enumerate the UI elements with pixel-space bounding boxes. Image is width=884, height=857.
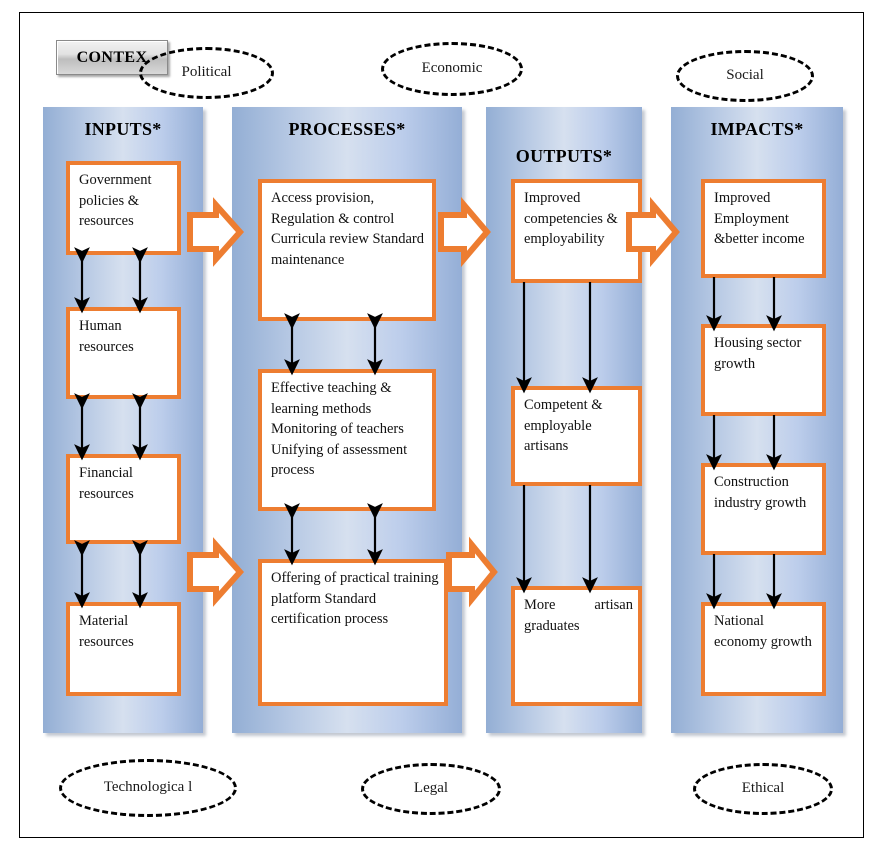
box-processes-1: Effective teaching & learning methods Mo… [258,369,436,511]
box-impacts-1-text: Housing sector growth [714,335,802,372]
panel-outputs-title: OUTPUTS* [515,146,613,166]
context-ellipse-political: Political [139,47,274,99]
box-processes-0: Access provision, Regulation & control C… [258,179,436,321]
box-inputs-0: Government policies & resources [66,161,181,255]
box-processes-1-text: Effective teaching & learning methods Mo… [271,380,408,479]
box-outputs-2-text: More artisan graduates [524,597,633,634]
box-inputs-2-text: Financial resources [79,465,134,502]
box-impacts-2-text: Construction industry growth [714,474,807,511]
context-button[interactable]: CONTEX [56,40,168,75]
context-ellipse-legal-label: Legal [413,780,449,797]
box-impacts-0-text: Improved Employment &better income [714,190,805,248]
box-impacts-1: Housing sector growth [701,324,826,416]
box-inputs-1: Human resources [66,307,181,399]
context-ellipse-political-label: Political [181,64,232,81]
box-impacts-0: Improved Employment &better income [701,179,826,278]
context-button-label: CONTEX [76,48,148,66]
context-ellipse-economic: Economic [381,42,523,96]
panel-inputs-title: INPUTS* [84,119,162,139]
box-inputs-3: Material resources [66,602,181,696]
context-ellipse-social: Social [676,50,814,102]
box-outputs-0-text: Improved competencies & employability [524,190,618,248]
box-inputs-3-text: Material resources [79,613,134,650]
context-ellipse-technological: Technologica l [59,759,237,817]
context-ellipse-legal: Legal [361,763,501,815]
diagram-frame: CONTEX Political Economic Social INPUTS*… [19,12,864,838]
box-outputs-0: Improved competencies & employability [511,179,642,283]
box-processes-2-text: Offering of practical training platform … [271,570,439,628]
context-ellipse-ethical: Ethical [693,763,833,815]
box-outputs-2: More artisan graduates [511,586,642,706]
box-inputs-2: Financial resources [66,454,181,544]
box-outputs-1-text: Competent & employable artisans [524,397,603,455]
panel-processes-title: PROCESSES* [288,119,406,139]
box-impacts-2: Construction industry growth [701,463,826,555]
box-outputs-1: Competent & employable artisans [511,386,642,486]
context-ellipse-ethical-label: Ethical [741,780,785,797]
box-inputs-1-text: Human resources [79,318,134,355]
box-impacts-3: National economy growth [701,602,826,696]
context-ellipse-technological-label: Technologica l [103,779,193,796]
box-processes-2: Offering of practical training platform … [258,559,448,706]
box-inputs-0-text: Government policies & resources [79,172,152,230]
box-impacts-3-text: National economy growth [714,613,812,650]
context-ellipse-economic-label: Economic [421,60,483,77]
box-processes-0-text: Access provision, Regulation & control C… [271,190,425,268]
panel-impacts-title: IMPACTS* [710,119,804,139]
context-ellipse-social-label: Social [726,67,764,84]
